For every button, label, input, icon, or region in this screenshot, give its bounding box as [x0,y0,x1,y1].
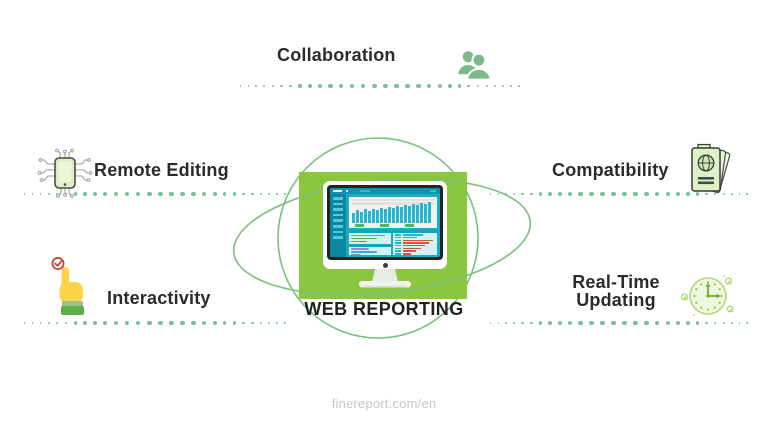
center-title: WEB REPORTING [304,299,464,319]
clock-icon [680,270,738,322]
chart-legend [355,224,414,227]
dotted-line-real-time [490,320,748,326]
dotted-line-interactivity [24,320,286,326]
orbit-circle [277,137,479,339]
dashboard-left-panel [349,230,391,255]
dashboard-chart-panel [349,197,437,228]
dashboard-right-panel [393,230,437,255]
people-icon [457,48,492,81]
dashboard-topbar [330,188,440,194]
circuit-device-icon [36,144,94,202]
monitor-stand [359,269,411,288]
footer-url: finereport.com/en [331,396,437,411]
topbar-menu [360,190,370,192]
dotted-line-compatibility [490,191,748,197]
dashboard-sidebar [330,194,346,257]
dotted-line-collaboration [240,83,520,89]
dashboard-bar-chart [352,199,435,223]
chart-header-row [351,198,435,202]
feature-label-compatibility: Compatibility [552,160,669,180]
feature-label-remote-editing: Remote Editing [94,160,229,180]
right-panel-header [393,230,437,233]
feature-label-interactivity: Interactivity [107,288,211,308]
chart-header-row [351,202,435,205]
monitor-camera-dot [382,262,388,268]
feature-label-collaboration: Collaboration [277,45,396,65]
left-panel-header [349,230,391,233]
monitor-illustration [323,181,447,269]
topbar-control [430,190,436,192]
dashboard-screen [330,188,440,257]
left-panel-subheader [349,244,391,247]
feature-label-real-time-updating: Real-Time Updating [572,272,660,310]
dashboard-logo [333,190,342,192]
dotted-line-remote-editing [24,191,286,197]
topbar-dot [346,190,348,192]
passport-icon [686,142,740,199]
hand-click-icon [46,256,94,320]
